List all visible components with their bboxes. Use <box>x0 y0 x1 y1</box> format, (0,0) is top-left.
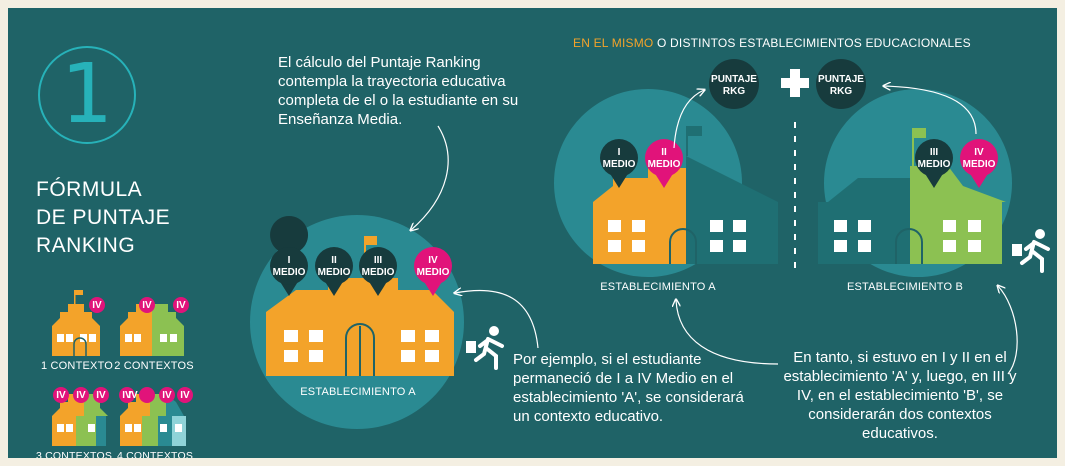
ranking-sum: PUNTAJE RKG PUNTAJE RKG <box>709 59 866 274</box>
school-a-pin-i-word: MEDIO <box>603 159 636 170</box>
legend-badge-4c: IV <box>162 390 172 401</box>
legend-badge-3b: IV <box>76 390 86 401</box>
school-b-group: III MEDIO IV MEDIO <box>818 89 1012 277</box>
legend-label-1: 1 CONTEXTO <box>40 360 114 372</box>
example-one-text: Por ejemplo, si el estudiante permaneció… <box>513 351 744 425</box>
ranking-right-line2: RKG <box>830 86 852 97</box>
legend-school-4-contexts <box>119 387 193 446</box>
school-b-pin-iv-word: MEDIO <box>963 159 996 170</box>
school-b-label: ESTABLECIMIENTO B <box>846 281 964 293</box>
main-pin-iii <box>359 247 397 296</box>
ranking-bubble-right <box>816 59 866 109</box>
school-a-group: I MEDIO II MEDIO <box>554 89 778 277</box>
main-pin-ii-num: II <box>331 255 337 266</box>
plus-icon <box>781 69 809 97</box>
header-rest: O DISTINTOS ESTABLECIMIENTOS EDUCACIONAL… <box>653 36 971 50</box>
main-pin-i-word: MEDIO <box>273 267 306 278</box>
main-pin-iv-word: MEDIO <box>417 267 450 278</box>
school-a-pin-ii-word: MEDIO <box>648 159 681 170</box>
title-line-1: FÓRMULA <box>36 178 143 201</box>
main-pin-ii <box>315 247 353 296</box>
school-a-pin-ii-num: II <box>661 147 667 158</box>
infographic-panel: 1 FÓRMULA DE PUNTAJE RANKING <box>8 8 1057 458</box>
legend: IV IV IV IV IV IV IV IV IV IV <box>52 290 193 446</box>
legend-school-3-contexts <box>52 387 109 446</box>
arrow-example-two-to-a <box>676 300 779 365</box>
header-line: EN EL MISMO O DISTINTOS ESTABLECIMIENTOS… <box>573 36 971 50</box>
main-pin-iii-num: III <box>374 255 383 266</box>
main-pin-iii-word: MEDIO <box>362 267 395 278</box>
header-highlight: EN EL MISMO <box>573 36 654 50</box>
legend-school-1-context <box>52 290 105 356</box>
school-b-pin-iii-word: MEDIO <box>918 159 951 170</box>
student-runner-icon-2 <box>1012 229 1050 273</box>
school-a-label: ESTABLECIMIENTO A <box>600 281 716 293</box>
legend-badge-3a: IV <box>56 390 66 401</box>
connector-arrows <box>411 86 1018 375</box>
arrow-b-to-ranking <box>884 86 977 135</box>
diagram-canvas: IV IV IV IV IV IV IV IV IV IV <box>52 59 1050 446</box>
legend-badge-4a: IV <box>122 390 132 401</box>
title-line-3: RANKING <box>36 234 136 257</box>
ranking-right-line1: PUNTAJE <box>818 74 864 85</box>
title-line-2: DE PUNTAJE <box>36 206 171 229</box>
legend-iv-badge: IV <box>128 390 138 401</box>
school-b-pin-iii-num: III <box>930 147 939 158</box>
intro-text: El cálculo del Puntaje Ranking contempla… <box>278 54 519 128</box>
legend-badge-2a: IV <box>142 300 152 311</box>
main-school-label: ESTABLECIMIENTO A <box>300 386 416 398</box>
legend-school-2-contexts <box>120 297 189 356</box>
step-number: 1 <box>38 46 136 144</box>
legend-badge-4d: IV <box>180 390 190 401</box>
legend-badge-1: IV <box>92 300 102 311</box>
arrow-example-one <box>455 290 539 349</box>
legend-badge-3c: IV <box>96 390 106 401</box>
legend-label-2: 2 CONTEXTOS <box>114 360 194 372</box>
ranking-bubble-left <box>709 59 759 109</box>
arrow-intro-to-school <box>411 125 449 230</box>
arrow-example-two-to-b <box>998 286 1018 375</box>
school-b-pin-iv-num: IV <box>974 147 984 158</box>
main-pin-iv-num: IV <box>428 255 438 266</box>
ranking-left-line2: RKG <box>723 86 745 97</box>
legend-label-4: 4 CONTEXTOS <box>116 450 194 458</box>
main-school-group: I MEDIO II MEDIO III MEDIO IV MEDIO <box>250 215 464 429</box>
legend-badge-2b: IV <box>176 300 186 311</box>
main-pin-i-num: I <box>288 255 291 266</box>
main-pin-i <box>270 216 309 296</box>
main-pin-iv <box>414 247 452 296</box>
ranking-left-line1: PUNTAJE <box>711 74 757 85</box>
legend-label-3: 3 CONTEXTOS <box>35 450 113 458</box>
school-a-pin-i-num: I <box>618 147 621 158</box>
arrow-a-to-ranking <box>673 90 704 149</box>
example-two-text: En tanto, si estuvo en I y II en el esta… <box>783 349 1017 442</box>
main-pin-ii-word: MEDIO <box>318 267 351 278</box>
student-runner-icon <box>466 326 504 370</box>
